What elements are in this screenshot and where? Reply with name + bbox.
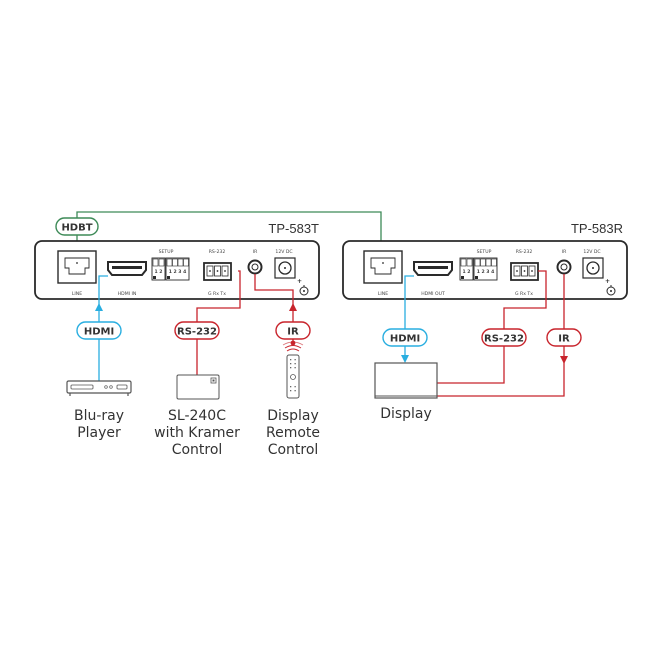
controller-icon: [176, 374, 220, 400]
rs232-port-label: RS-232: [516, 249, 533, 255]
power-jack: +: [582, 257, 616, 296]
remote-control-icon: [282, 341, 304, 399]
dip-a-numbers: 1 2: [463, 269, 471, 275]
setup-label: SETUP: [159, 249, 174, 255]
ir-label-pill: IR: [275, 321, 311, 340]
rs232-pins-label: G Rx Tx: [208, 291, 226, 297]
hdbt-label: HDBT: [61, 223, 92, 234]
line-port: [363, 250, 403, 284]
rs232-label-pill: RS-232: [174, 321, 220, 340]
rs232-terminal: [510, 262, 539, 281]
hdmi-in-label: HDMI IN: [118, 291, 137, 297]
bluray-caption-line2: Player: [77, 425, 121, 441]
svg-text:+: +: [605, 278, 610, 285]
remote-caption-line2: Remote: [266, 425, 320, 441]
ir-jack: [247, 259, 263, 275]
receiver-device: LINE HDMI OUT SETUP 1 2 1 2 3 4 RS-232: [342, 240, 628, 300]
transmitter-model-label: TP-583T: [268, 221, 319, 236]
hdmi-input-cable: [95, 275, 108, 381]
bluray-caption-line1: Blu-ray: [74, 408, 124, 424]
rs232-label: RS-232: [484, 334, 524, 345]
power-jack: +: [274, 257, 309, 296]
hdmi-out-port: [413, 261, 453, 276]
display-icon: [374, 362, 438, 399]
ir-output-cable: [437, 274, 568, 397]
rs232-output-cable: [437, 270, 547, 384]
hdbt-label-pill: HDBT: [55, 217, 99, 236]
remote-caption-line1: Display: [267, 408, 319, 424]
ir-out-label-pill: IR: [546, 328, 582, 347]
remote-caption-line3: Control: [268, 442, 319, 458]
rs232-pins-label: G Rx Tx: [515, 291, 533, 297]
setup-label: SETUP: [477, 249, 492, 255]
hdmi-label-pill: HDMI: [76, 321, 122, 340]
controller-caption-line3: Control: [172, 442, 223, 458]
ir-port-label: IR: [562, 249, 567, 255]
line-port: [57, 250, 97, 284]
display-caption: Display: [380, 406, 432, 422]
rs232-port-label: RS-232: [209, 249, 226, 255]
ir-label: IR: [287, 327, 299, 338]
line-port-label: LINE: [72, 291, 82, 297]
dip-b-numbers: 1 2 3 4: [169, 269, 187, 275]
hdmi-out-label: HDMI OUT: [421, 291, 445, 297]
dip-b-numbers: 1 2 3 4: [477, 269, 495, 275]
power-port-label: 12V DC: [275, 249, 292, 255]
rs232-out-label-pill: RS-232: [481, 328, 527, 347]
bluray-player-icon: [66, 380, 132, 396]
hdmi-out-label-pill: HDMI: [382, 328, 428, 347]
ir-label: IR: [558, 334, 570, 345]
ir-jack: [556, 259, 572, 275]
power-port-label: 12V DC: [583, 249, 600, 255]
ir-port-label: IR: [253, 249, 258, 255]
hdmi-label: HDMI: [390, 334, 420, 345]
hdmi-label: HDMI: [84, 327, 114, 338]
setup-dip-switch[interactable]: 1 2 1 2 3 4: [459, 257, 498, 281]
dip-a-numbers: 1 2: [155, 269, 163, 275]
controller-caption-line1: SL-240C: [168, 408, 226, 424]
setup-dip-switch[interactable]: 1 2 1 2 3 4: [151, 257, 190, 281]
controller-caption-line2: with Kramer: [154, 425, 240, 441]
line-port-label: LINE: [378, 291, 388, 297]
receiver-model-label: TP-583R: [571, 221, 623, 236]
rs232-label: RS-232: [177, 327, 217, 338]
rs232-terminal: [203, 262, 232, 281]
transmitter-device: LINE HDMI IN SETUP 1 2 1 2 3 4 RS-232: [34, 240, 320, 300]
hdmi-in-port: [107, 261, 147, 276]
svg-text:+: +: [297, 278, 302, 285]
